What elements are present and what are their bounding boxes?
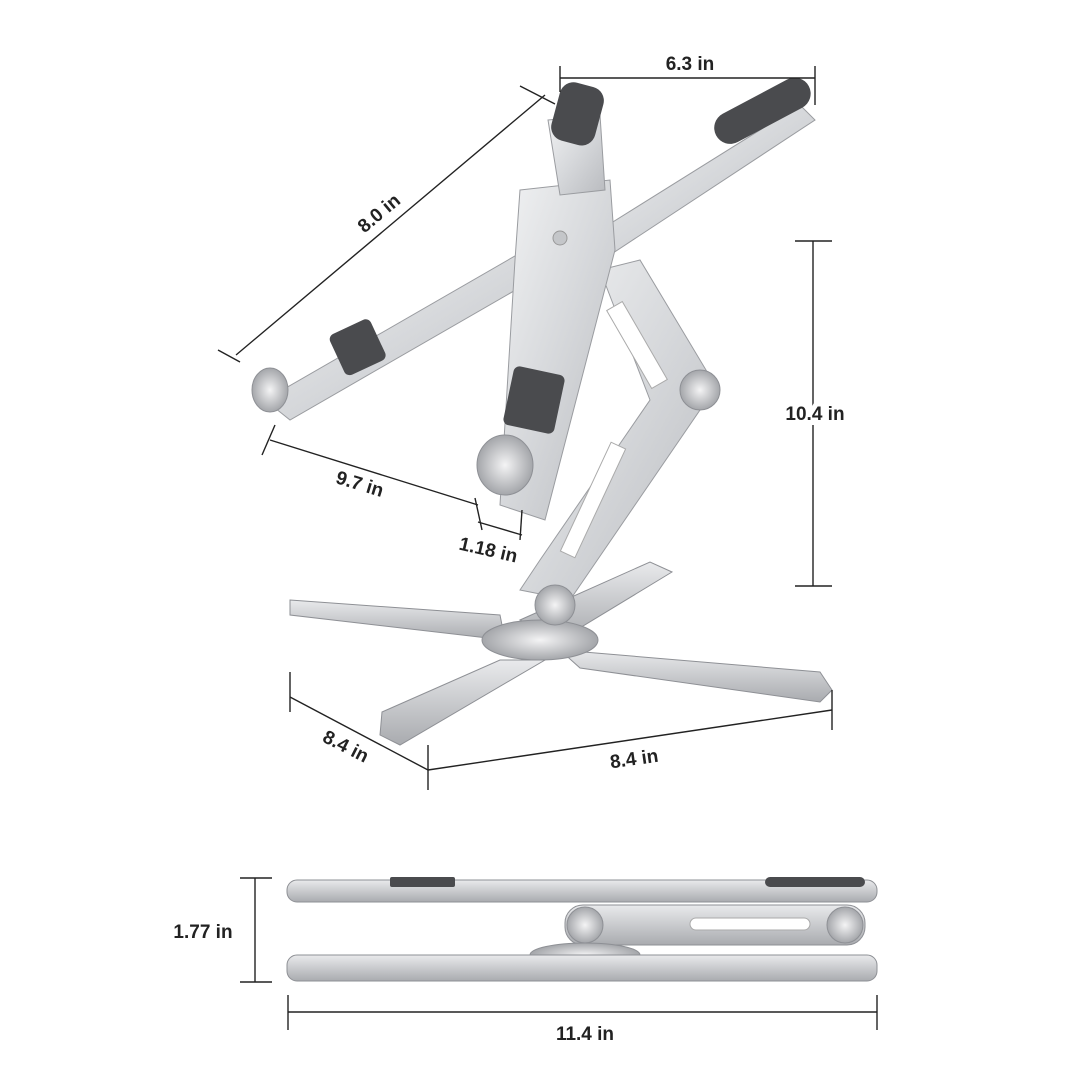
frame-arm-right [599, 104, 816, 256]
rubber-pad [714, 77, 811, 144]
dim-label-arm-length: 8.0 in [354, 190, 405, 237]
stand-upright-illustration [251, 77, 833, 746]
dim-label-folded-length: 11.4 in [556, 1024, 614, 1045]
rubber-pad [551, 82, 604, 146]
folded-base [286, 954, 878, 982]
base-leg [379, 659, 547, 746]
rubber-pad [329, 319, 386, 376]
dim-label-top-width: 6.3 in [666, 54, 715, 75]
dim-label-lip-depth: 1.18 in [457, 534, 519, 568]
hinge-knob [534, 584, 576, 626]
dim-label-base-width: 8.4 in [609, 746, 660, 774]
base-leg [558, 649, 833, 703]
holder-hook [476, 434, 534, 496]
frame-center-plate [499, 179, 616, 521]
hinge-knob [679, 369, 721, 411]
rubber-pad [503, 366, 565, 434]
base-leg [289, 599, 506, 641]
rotating-base-disc [481, 619, 599, 661]
dim-label-holder-span: 9.7 in [333, 468, 386, 502]
dim-label-base-depth: 8.4 in [319, 727, 372, 768]
stand-folded-illustration [286, 877, 878, 982]
dimension-lines [217, 66, 878, 1030]
holder-hook [251, 367, 289, 413]
dim-label-height: 10.4 in [785, 404, 844, 425]
dim-label-folded-height: 1.77 in [173, 922, 232, 943]
